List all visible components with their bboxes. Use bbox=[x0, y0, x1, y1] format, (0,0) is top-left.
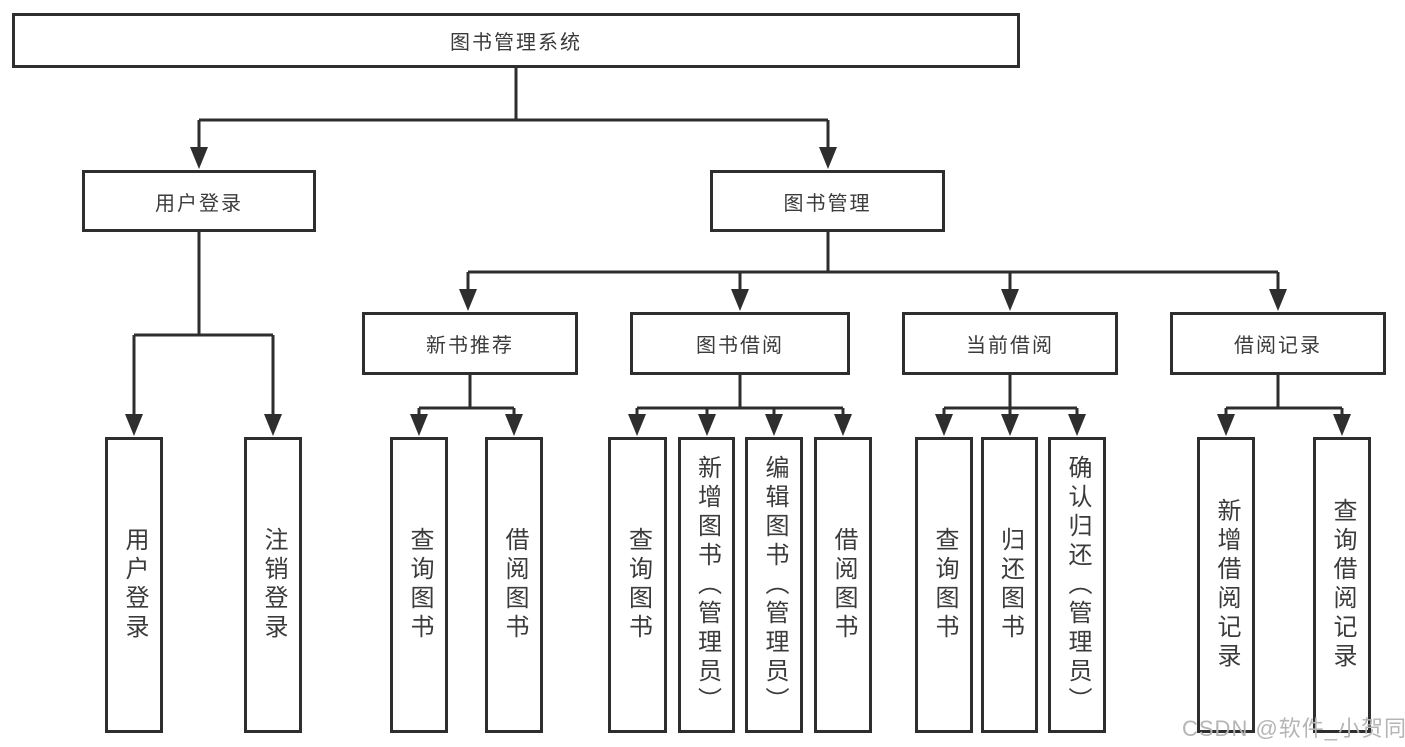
node-book-management: 图书管理 bbox=[710, 170, 945, 232]
node-root-label: 图书管理系统 bbox=[450, 32, 582, 54]
node-new-book-recommend-label: 新书推荐 bbox=[426, 335, 514, 357]
leaf-borrow-query-book-label: 查询图书 bbox=[624, 527, 652, 643]
leaf-confirm-return-admin: 确认归还（管理员） bbox=[1048, 437, 1106, 733]
leaf-query-borrow-record: 查询借阅记录 bbox=[1313, 437, 1371, 733]
leaf-borrow-book: 借阅图书 bbox=[814, 437, 872, 733]
leaf-user-login-label: 用户登录 bbox=[121, 527, 148, 643]
csdn-watermark: CSDN @软件_小贺同学 bbox=[1182, 716, 1405, 741]
leaf-current-query-book-label: 查询图书 bbox=[931, 527, 958, 643]
leaf-query-borrow-record-label: 查询借阅记录 bbox=[1329, 498, 1356, 672]
leaf-add-borrow-record-label: 新增借阅记录 bbox=[1213, 498, 1240, 672]
leaf-recommend-query-book: 查询图书 bbox=[390, 437, 448, 733]
leaf-logout-label: 注销登录 bbox=[260, 527, 287, 643]
leaf-add-borrow-record: 新增借阅记录 bbox=[1197, 437, 1255, 733]
leaf-logout: 注销登录 bbox=[244, 437, 302, 733]
node-user-login-label: 用户登录 bbox=[155, 192, 243, 215]
leaf-recommend-borrow-book-label: 借阅图书 bbox=[501, 527, 528, 643]
leaf-return-book-label: 归还图书 bbox=[996, 527, 1024, 643]
arrowheads bbox=[125, 147, 1351, 436]
node-new-book-recommend: 新书推荐 bbox=[362, 312, 578, 375]
leaf-recommend-query-book-label: 查询图书 bbox=[406, 527, 433, 643]
node-borrow-record-label: 借阅记录 bbox=[1234, 335, 1322, 357]
leaf-user-login: 用户登录 bbox=[105, 437, 163, 733]
node-current-borrow: 当前借阅 bbox=[902, 312, 1118, 375]
node-book-borrow-label: 图书借阅 bbox=[696, 335, 784, 357]
leaf-borrow-book-label: 借阅图书 bbox=[830, 527, 857, 643]
node-borrow-record: 借阅记录 bbox=[1170, 312, 1386, 375]
leaf-add-book-admin-label: 新增图书（管理员） bbox=[693, 454, 721, 716]
leaf-confirm-return-admin-label: 确认归还（管理员） bbox=[1064, 454, 1091, 716]
leaf-edit-book-admin: 编辑图书（管理员） bbox=[745, 437, 803, 733]
leaf-add-book-admin: 新增图书（管理员） bbox=[678, 437, 735, 733]
node-current-borrow-label: 当前借阅 bbox=[966, 335, 1054, 357]
leaf-recommend-borrow-book: 借阅图书 bbox=[485, 437, 543, 733]
leaf-borrow-query-book: 查询图书 bbox=[608, 437, 667, 733]
leaf-return-book: 归还图书 bbox=[981, 437, 1038, 733]
node-book-management-label: 图书管理 bbox=[783, 192, 872, 215]
leaf-edit-book-admin-label: 编辑图书（管理员） bbox=[761, 454, 788, 716]
node-root-system: 图书管理系统 bbox=[12, 13, 1020, 68]
node-book-borrow: 图书借阅 bbox=[630, 312, 850, 375]
leaf-current-query-book: 查询图书 bbox=[915, 437, 973, 733]
node-user-login: 用户登录 bbox=[82, 170, 316, 232]
